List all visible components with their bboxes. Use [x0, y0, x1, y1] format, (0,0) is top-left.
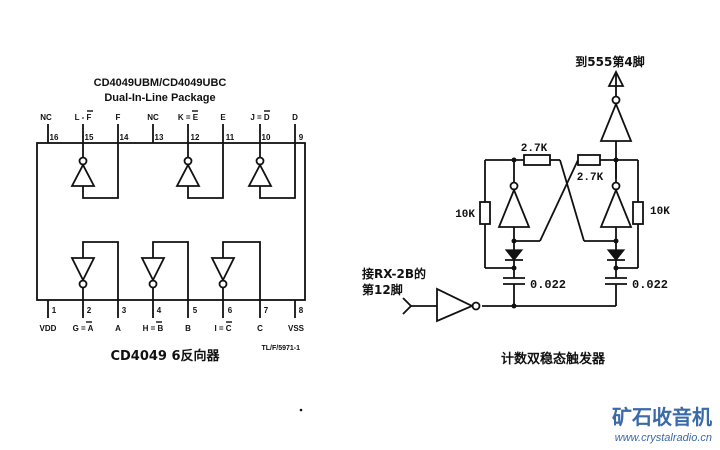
inverter-bubble-bottom-1: [78, 279, 88, 289]
bottom-pin-labels: VDD G = A A H = B B I = C C VSS: [40, 324, 305, 333]
capacitor-right-label: 0.022: [632, 278, 668, 292]
resistor-top-right-label: 2.7K: [577, 172, 604, 184]
pin-label-16: NC: [40, 113, 52, 122]
pin-number-6: 6: [228, 306, 233, 315]
pin-label-11: E: [220, 113, 226, 122]
pin-label-3: A: [115, 324, 121, 333]
side-resistor-wiring: [484, 160, 639, 278]
pin-label-2: G = A: [73, 324, 94, 333]
pin-number-5: 5: [193, 306, 198, 315]
output-inverter-body: [599, 101, 633, 142]
input-label-line1: 接RX-2B的: [362, 266, 426, 281]
feedback-wiring: [485, 159, 638, 242]
chip-title: CD4049UBM/CD4049UBC: [94, 77, 227, 89]
resistor-side-left-label: 10K: [455, 209, 475, 221]
pin-label-14: F: [116, 113, 121, 122]
left-inverter-body: [497, 187, 531, 228]
input-arrow-icon: [402, 297, 413, 315]
pin-number-8: 8: [299, 306, 304, 315]
pin-label-8: VSS: [288, 324, 305, 333]
pin-number-16: 16: [50, 133, 59, 142]
top-pin-labels: NC L - F F NC K = E E J = D D: [40, 113, 298, 122]
diode-left: [504, 249, 524, 261]
bottom-inverters: [70, 241, 261, 300]
input-inverter-body: [436, 287, 475, 323]
diode-right: [606, 249, 626, 261]
resistor-10k-left: [479, 201, 491, 225]
capacitor-left-label: 0.022: [530, 278, 566, 292]
inverter-top-2: [175, 163, 201, 187]
inverter-bubble-top-1: [78, 156, 88, 166]
top-pin-numbers: 16 15 14 13 12 11 10 9: [50, 133, 304, 142]
right-inverter: [599, 160, 633, 250]
pin-number-3: 3: [122, 306, 127, 315]
pin-number-7: 7: [264, 306, 269, 315]
resistor-top-left-label: 2.7K: [521, 143, 548, 155]
resistor-side-right-label: 10K: [650, 206, 670, 218]
watermark-brand: 矿石收音机: [612, 405, 712, 429]
diodes: [504, 249, 626, 261]
pin-label-15: L - F: [75, 113, 92, 122]
inverter-top-3: [247, 163, 273, 187]
pin-label-10: J = D: [250, 113, 270, 122]
arrow-up-icon: [607, 69, 625, 87]
bottom-pin-numbers: 1 2 3 4 5 6 7 8: [52, 306, 304, 315]
pin-label-6: I = C: [214, 324, 231, 333]
resistor-2k7-right: [577, 154, 601, 166]
watermark-url: www.crystalradio.cn: [615, 432, 712, 444]
input-inverter-bubble: [471, 301, 481, 311]
resistor-10k-right: [632, 201, 644, 225]
input-label-line2: 第12脚: [362, 282, 403, 297]
top-pins: [47, 124, 296, 143]
input-inverter: [402, 287, 481, 323]
pin-number-2: 2: [87, 306, 92, 315]
pin-label-12: K = E: [178, 113, 199, 122]
pin-label-4: H = B: [143, 324, 164, 333]
pin-label-7: C: [257, 324, 263, 333]
left-inverter: [497, 160, 531, 250]
inverter-bottom-2: [140, 257, 166, 283]
pin-number-1: 1: [52, 306, 57, 315]
pin-number-13: 13: [155, 133, 164, 142]
reference-code: TL/F/5971-1: [261, 345, 300, 352]
top-inverters: [70, 143, 296, 199]
stray-dot: [299, 408, 303, 412]
pin-number-10: 10: [262, 133, 271, 142]
pin-number-14: 14: [120, 133, 129, 142]
pin-number-4: 4: [157, 306, 162, 315]
inverter-top-1: [70, 163, 96, 187]
resistor-2k7-left: [523, 154, 551, 166]
chip-subtitle: Dual-In-Line Package: [104, 92, 215, 104]
pin-label-5: B: [185, 324, 191, 333]
inverter-bottom-1: [70, 257, 96, 283]
pin-number-11: 11: [226, 133, 235, 142]
left-caption: CD4049 6反向器: [110, 348, 220, 364]
capacitors: [482, 277, 627, 307]
pin-label-9: D: [292, 113, 298, 122]
dip-package-body: [36, 142, 306, 301]
output-label: 到555第4脚: [575, 54, 644, 69]
pin-number-12: 12: [191, 133, 200, 142]
inverter-bubble-bottom-2: [148, 279, 158, 289]
inverter-bubble-top-2: [183, 156, 193, 166]
pin-label-13: NC: [147, 113, 159, 122]
pin-label-1: VDD: [40, 324, 57, 333]
right-inverter-body: [599, 187, 633, 228]
inverter-bubble-top-3: [255, 156, 265, 166]
right-caption: 计数双稳态触发器: [501, 351, 606, 367]
inverter-bubble-bottom-3: [218, 279, 228, 289]
inverter-bottom-3: [210, 257, 236, 283]
output-arrow: [607, 69, 625, 96]
bottom-pins: [47, 300, 296, 318]
pin-number-9: 9: [299, 133, 304, 142]
pin-number-15: 15: [85, 133, 94, 142]
